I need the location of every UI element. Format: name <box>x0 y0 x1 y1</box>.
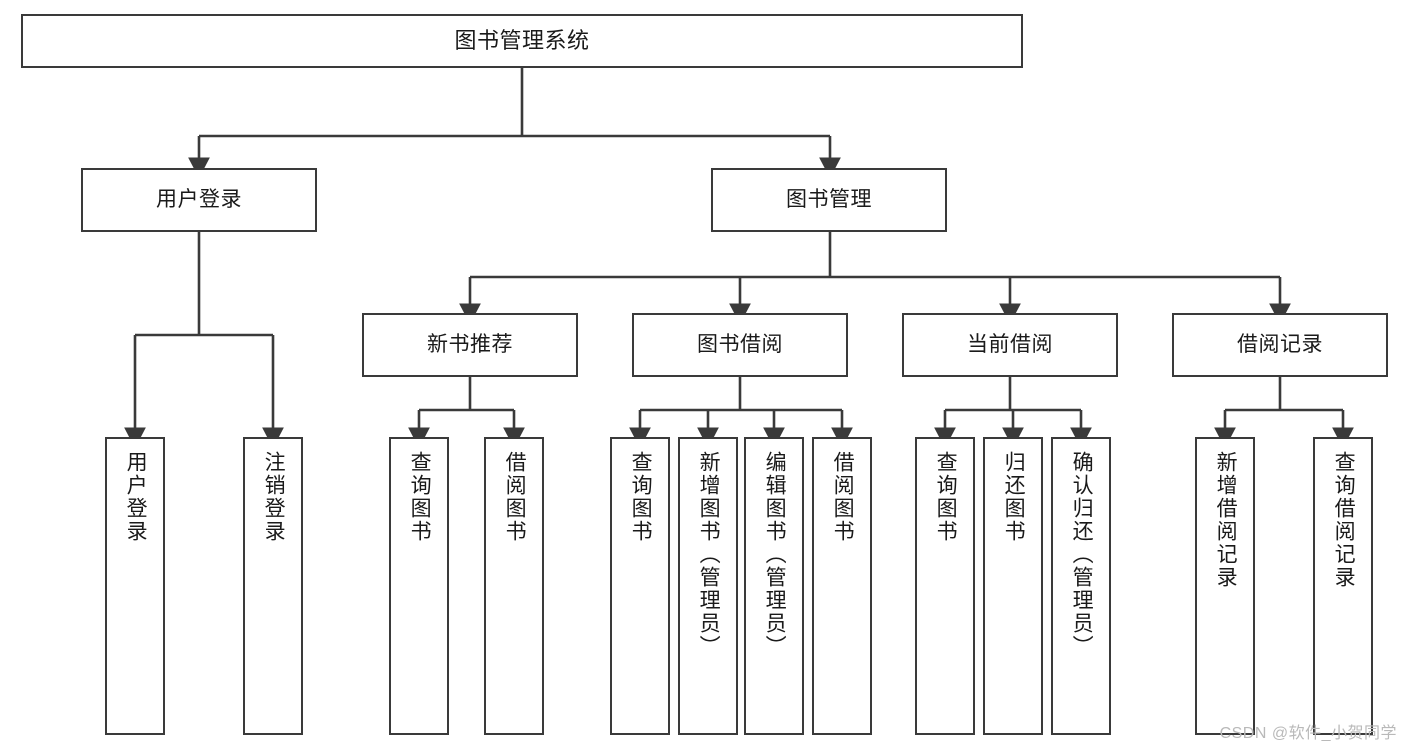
leaf-current-query-book[interactable]: 查询图书 <box>915 437 975 735</box>
leaf-record-add-record[interactable]: 新增借阅记录 <box>1195 437 1255 735</box>
node-label: 查询图书 <box>629 451 653 543</box>
node-label: 确认归还（管理员） <box>1070 451 1094 658</box>
node-label: 编辑图书（管理员） <box>763 451 787 658</box>
leaf-recommend-borrow-book[interactable]: 借阅图书 <box>484 437 544 735</box>
leaf-borrow-add-book-admin[interactable]: 新增图书（管理员） <box>678 437 738 735</box>
node-root-system[interactable]: 图书管理系统 <box>21 14 1023 68</box>
node-label: 当前借阅 <box>967 332 1053 356</box>
node-label: 查询借阅记录 <box>1332 451 1356 589</box>
node-label: 新增借阅记录 <box>1214 451 1238 589</box>
node-label: 借阅记录 <box>1237 332 1323 356</box>
node-label: 图书借阅 <box>697 332 783 356</box>
leaf-borrow-edit-book-admin[interactable]: 编辑图书（管理员） <box>744 437 804 735</box>
node-label: 用户登录 <box>156 187 242 211</box>
leaf-borrow-query-book[interactable]: 查询图书 <box>610 437 670 735</box>
node-label: 注销登录 <box>262 451 286 543</box>
node-borrow-record[interactable]: 借阅记录 <box>1172 313 1388 377</box>
node-label: 新书推荐 <box>427 332 513 356</box>
node-book-management[interactable]: 图书管理 <box>711 168 947 232</box>
leaf-current-return-book[interactable]: 归还图书 <box>983 437 1043 735</box>
node-user-login[interactable]: 用户登录 <box>81 168 317 232</box>
leaf-borrow-borrow-book[interactable]: 借阅图书 <box>812 437 872 735</box>
node-label: 用户登录 <box>124 451 148 543</box>
node-label: 查询图书 <box>408 451 432 543</box>
node-book-borrow[interactable]: 图书借阅 <box>632 313 848 377</box>
node-label: 新增图书（管理员） <box>697 451 721 658</box>
node-label: 图书管理 <box>786 187 872 211</box>
node-label: 查询图书 <box>934 451 958 543</box>
leaf-user-login-logout[interactable]: 注销登录 <box>243 437 303 735</box>
leaf-current-confirm-return-admin[interactable]: 确认归还（管理员） <box>1051 437 1111 735</box>
leaf-recommend-query-book[interactable]: 查询图书 <box>389 437 449 735</box>
node-new-book-recommend[interactable]: 新书推荐 <box>362 313 578 377</box>
node-label: 图书管理系统 <box>454 28 590 54</box>
node-label: 借阅图书 <box>831 451 855 543</box>
node-label: 借阅图书 <box>503 451 527 543</box>
leaf-user-login-login[interactable]: 用户登录 <box>105 437 165 735</box>
leaf-record-query-record[interactable]: 查询借阅记录 <box>1313 437 1373 735</box>
node-label: 归还图书 <box>1002 451 1026 543</box>
node-current-borrow[interactable]: 当前借阅 <box>902 313 1118 377</box>
